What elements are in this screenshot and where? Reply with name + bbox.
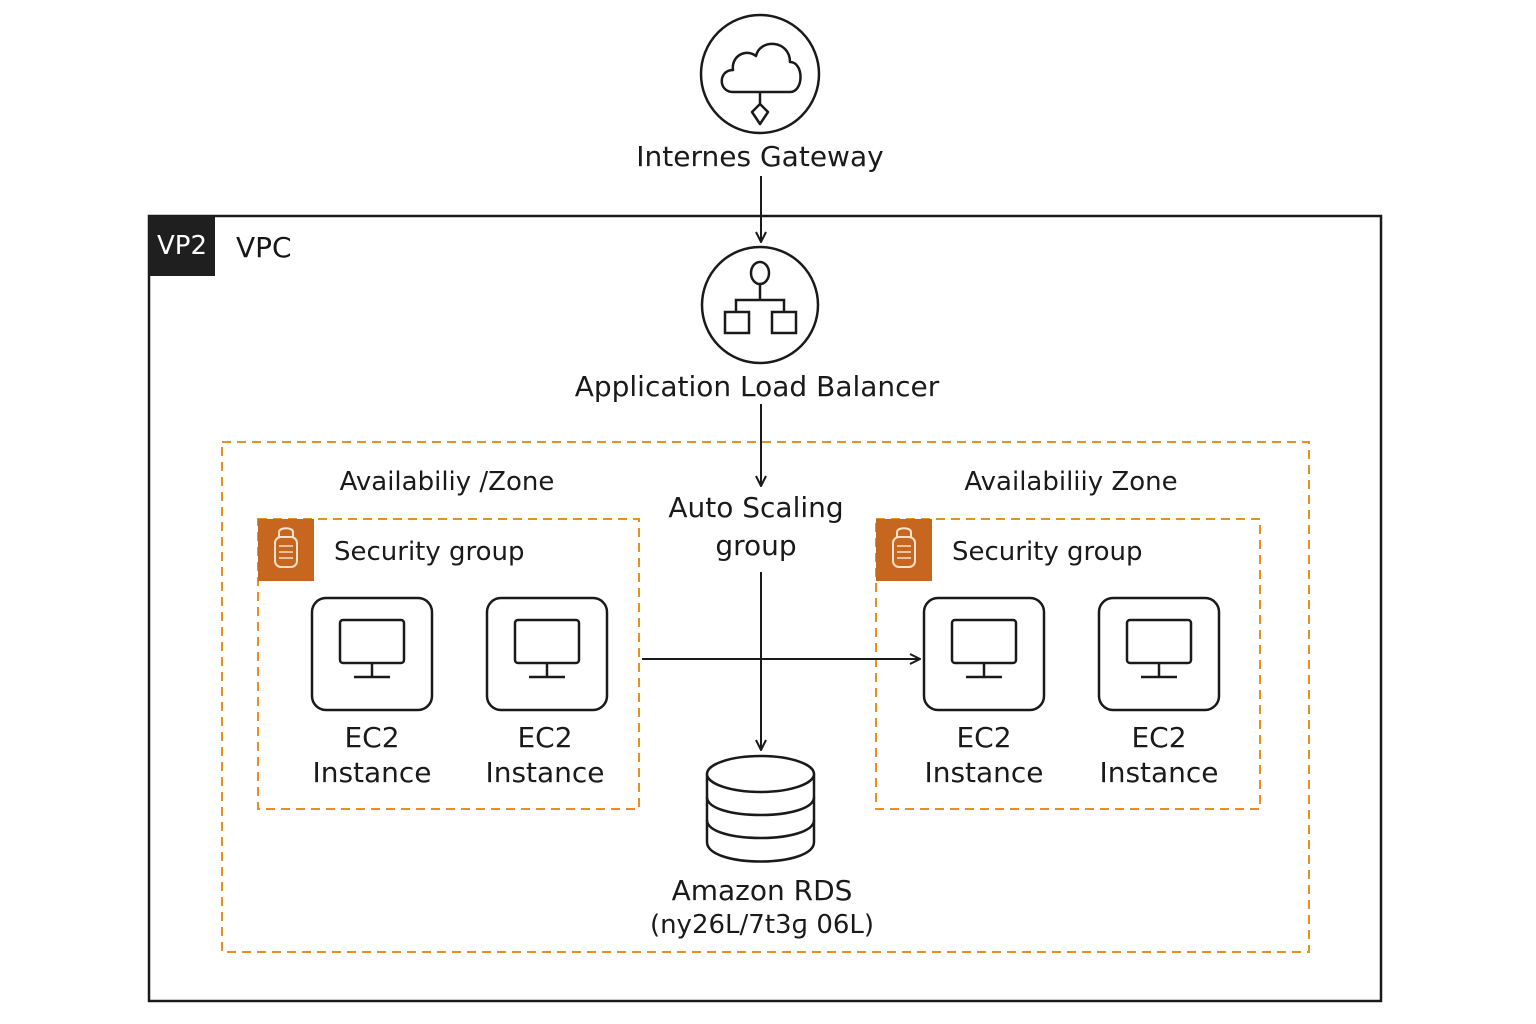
security-group-badge [876,519,932,581]
ec2-label-line2: Instance [924,756,1044,789]
rds-label: Amazon RDS [671,874,853,907]
security-group-right-label: Security group [952,537,1143,567]
ec2-label-line2: Instance [1099,756,1219,789]
ec2-label-line2: Instance [485,756,605,789]
security-group-right-border [875,518,1261,810]
load-balancer-icon [700,245,820,365]
ec2-label-line2: Instance [312,756,432,789]
security-group-icon [274,527,298,568]
ec2-label-line1: EC2 [344,721,400,754]
monitor-icon [485,596,609,712]
security-group-badge [258,519,314,581]
security-group-left-border [257,518,640,810]
availability-zone-left-label: Availabiliy /Zone [339,467,555,497]
database-icon [705,754,816,863]
vpc-badge: VP2 [149,216,215,276]
rds-sublabel: (ny26L/7t3ɡ 06L) [649,910,875,940]
vpc-title: VPC [236,231,292,264]
auto-scaling-label-line2: group [715,529,797,562]
ec2-label-line1: EC2 [1131,721,1187,754]
cloud-gateway-icon [699,13,821,135]
security-group-left-label: Security group [334,537,525,567]
monitor-icon [310,596,434,712]
ec2-label-line1: EC2 [956,721,1012,754]
monitor-icon [1097,596,1221,712]
availability-zone-right-label: Availabiliiy Zone [964,467,1178,497]
ec2-label-line1: EC2 [517,721,573,754]
internet-gateway-label: Internes Gateway [636,140,884,173]
vpc-container [147,214,1383,1003]
auto-scaling-label-line1: Auto Scaling [668,491,844,524]
auto-scaling-group-border [221,441,1310,953]
security-group-icon [892,527,916,568]
load-balancer-label: Application Load Balancer [574,370,940,403]
monitor-icon [922,596,1046,712]
